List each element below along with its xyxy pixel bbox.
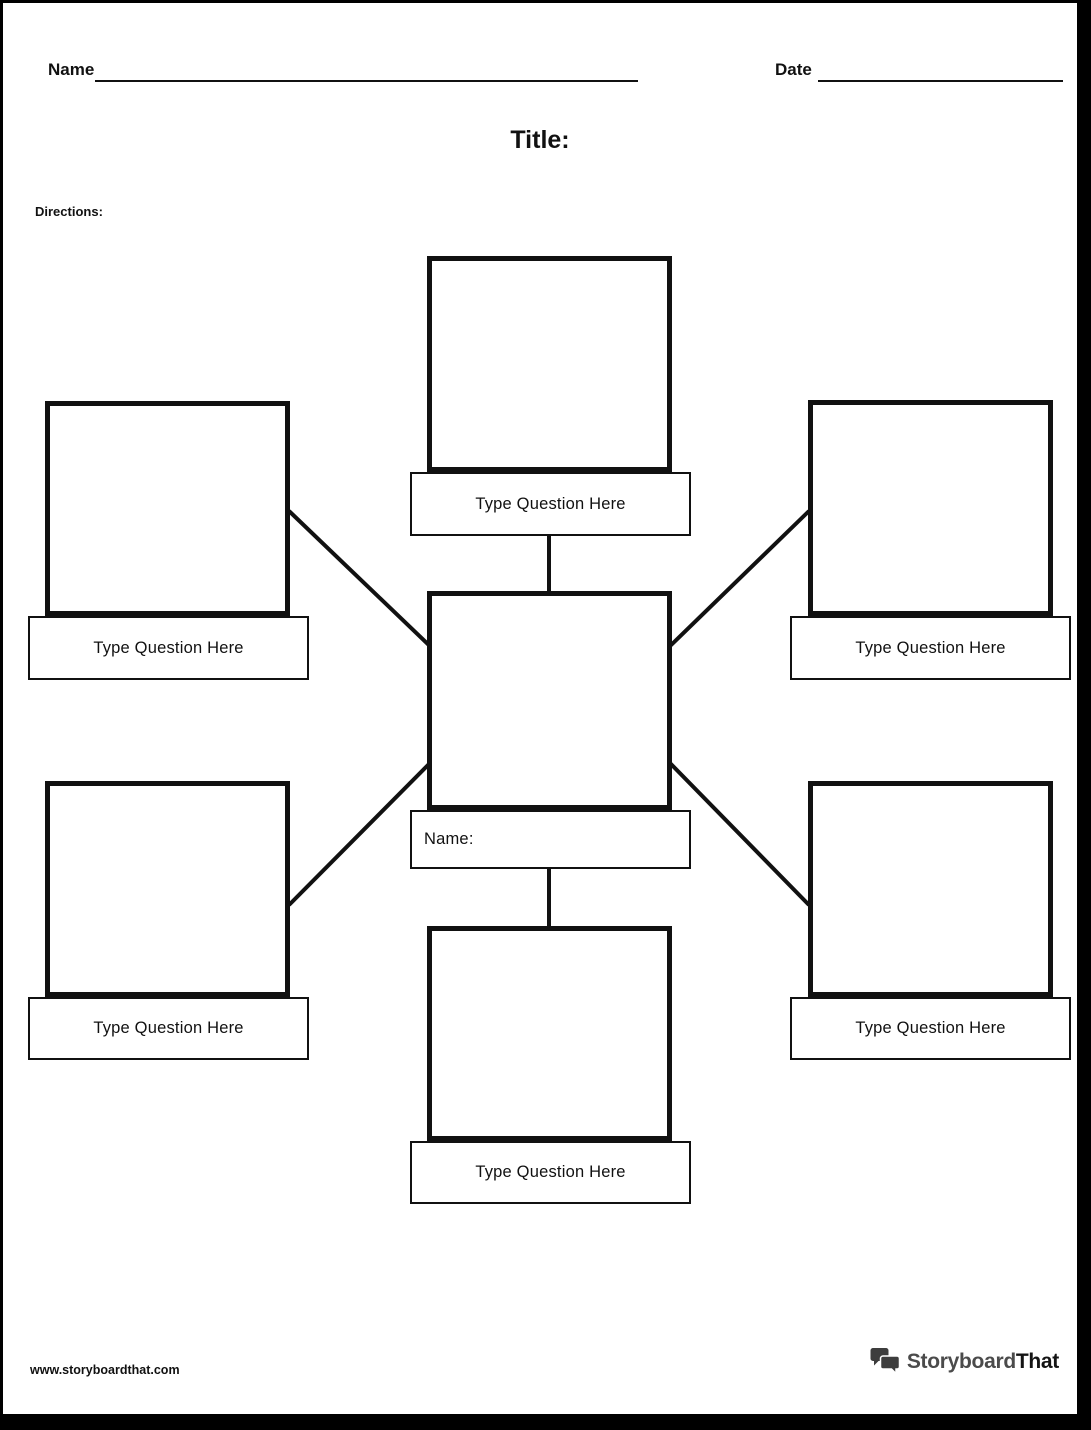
name-label: Name (48, 60, 95, 79)
spider-cell-right-upper[interactable] (808, 400, 1053, 616)
spider-cell-left-lower[interactable] (45, 781, 290, 997)
name-fill-line[interactable] (95, 80, 638, 82)
date-fill-line[interactable] (818, 80, 1063, 82)
spider-question-top[interactable]: Type Question Here (410, 472, 691, 536)
date-label: Date (775, 60, 812, 79)
speech-bubbles-icon (869, 1347, 901, 1377)
spider-cell-left-upper[interactable] (45, 401, 290, 616)
spider-center-label[interactable]: Name: (410, 810, 691, 869)
spider-cell-right-lower[interactable] (808, 781, 1053, 997)
spider-question-left-lower[interactable]: Type Question Here (28, 997, 309, 1060)
footer-url: www.storyboardthat.com (30, 1363, 180, 1377)
spider-question-right-lower[interactable]: Type Question Here (790, 997, 1071, 1060)
spider-center-cell[interactable] (427, 591, 672, 810)
spider-cell-bottom[interactable] (427, 926, 672, 1141)
logo-text: StoryboardThat (906, 1350, 1059, 1373)
worksheet-page: Name Date Title: Directions: Type Questi… (3, 3, 1077, 1414)
spider-question-left-upper[interactable]: Type Question Here (28, 616, 309, 680)
spider-cell-top[interactable] (427, 256, 672, 472)
storyboardthat-logo: StoryboardThat (869, 1347, 1059, 1377)
spider-question-right-upper[interactable]: Type Question Here (790, 616, 1071, 680)
page-title: Title: (510, 126, 570, 154)
connector-lines (287, 509, 811, 928)
directions-label: Directions: (35, 204, 103, 219)
spider-question-bottom[interactable]: Type Question Here (410, 1141, 691, 1204)
